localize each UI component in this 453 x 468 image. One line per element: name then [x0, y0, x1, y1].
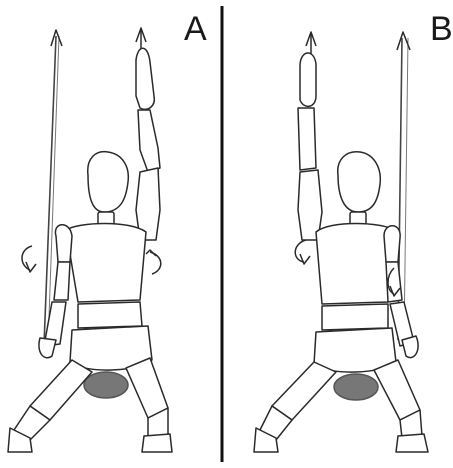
pelvis-band: [78, 302, 142, 328]
crotch-shading: [334, 374, 378, 400]
panel-a: [8, 28, 172, 452]
head: [338, 152, 381, 212]
panel-b: [254, 32, 428, 452]
right-foot: [142, 434, 172, 452]
curved-arrow-icon: [22, 246, 36, 272]
raised-forearm: [138, 110, 160, 172]
left-hand: [39, 338, 56, 358]
torso: [316, 224, 394, 305]
head: [88, 152, 129, 212]
right-hand: [402, 336, 418, 358]
right-shoulder: [384, 226, 400, 262]
left-thigh: [272, 362, 336, 420]
curved-arrow-icon: [295, 240, 310, 264]
raised-hand: [300, 53, 316, 106]
panel-label-b: B: [430, 12, 453, 46]
left-arm: [54, 262, 70, 300]
panel-label-a: A: [184, 12, 207, 46]
right-thigh: [374, 360, 420, 420]
crotch-shading: [84, 372, 128, 398]
right-foot: [396, 434, 428, 452]
right-thigh: [126, 358, 168, 418]
torso: [66, 224, 146, 303]
raised-hand: [136, 48, 154, 109]
left-shoulder: [55, 225, 72, 262]
pelvis-band: [322, 304, 388, 330]
left-thigh: [30, 360, 92, 420]
raised-forearm: [298, 108, 316, 170]
curved-arrow-icon: [146, 250, 161, 274]
